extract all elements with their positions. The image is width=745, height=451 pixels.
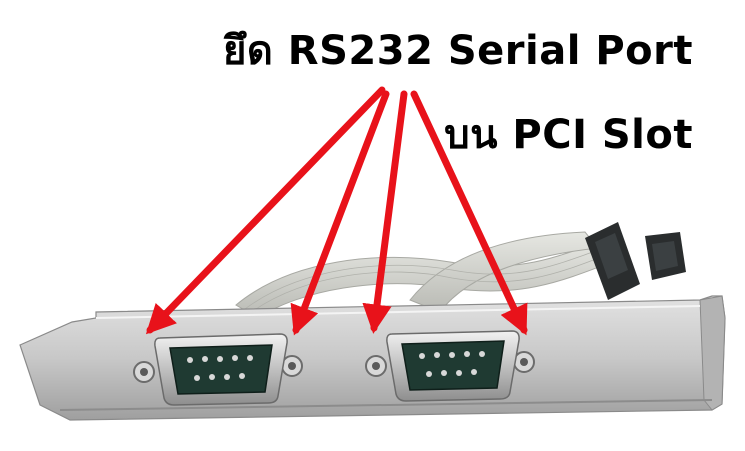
arrow-screw-2 [290, 90, 390, 336]
db9-connector [133, 333, 303, 406]
header-plug [585, 222, 640, 300]
arrow-screw-3 [362, 90, 408, 334]
caption-line-2: บน PCI Slot [444, 112, 693, 158]
arrow-group [145, 86, 528, 336]
caption-line-1: ยึด RS232 Serial Port [222, 28, 693, 74]
arrow-screw-1 [145, 86, 386, 335]
arrow-screw-4 [410, 90, 528, 336]
db9-connector [365, 330, 535, 402]
header-plug [645, 232, 686, 280]
